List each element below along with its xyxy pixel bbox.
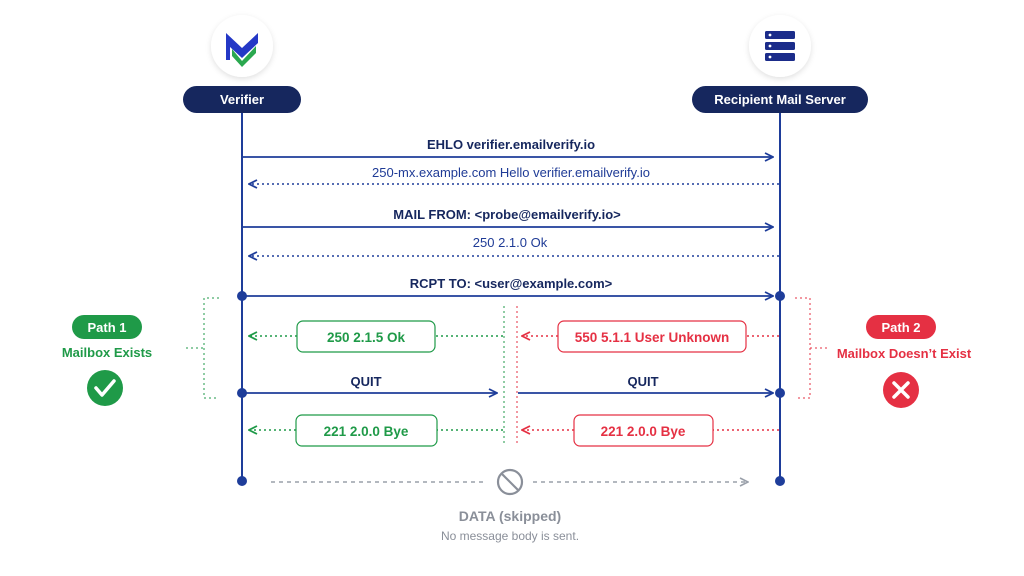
data-skipped-note: No message body is sent. [441, 529, 579, 543]
server-pill [692, 86, 868, 113]
path2-rcpt-reply-label: 550 5.1.1 User Unknown [575, 330, 730, 345]
data-skipped-title: DATA (skipped) [459, 508, 561, 524]
verifier-pill [183, 86, 301, 113]
path2-bye-label: 221 2.0.0 Bye [601, 424, 686, 439]
path1-quit-label: QUIT [350, 374, 381, 389]
x-circle-icon [883, 372, 919, 408]
path1-bye-label: 221 2.0.0 Bye [324, 424, 409, 439]
path2-badge-label: Path 2 [881, 320, 920, 335]
lifeline-dot [237, 291, 247, 301]
lifeline-dot [775, 476, 785, 486]
path2-badge [866, 315, 936, 339]
mail-from-label: MAIL FROM: <probe@emailverify.io> [393, 207, 621, 222]
verifier-logo-icon [211, 15, 273, 77]
ehlo-label: EHLO verifier.emailverify.io [427, 137, 595, 152]
path2-quit-label: QUIT [627, 374, 658, 389]
path2-caption: Mailbox Doesn’t Exist [837, 346, 972, 361]
path1-badge-label: Path 1 [87, 320, 126, 335]
verifier-label: Verifier [220, 92, 264, 107]
server-stack-icon [749, 15, 811, 77]
ehlo-reply-label: 250-mx.example.com Hello verifier.emailv… [372, 165, 650, 180]
check-circle-icon [87, 370, 123, 406]
lifeline-dot [775, 291, 785, 301]
rcpt-to-label: RCPT TO: <user@example.com> [410, 276, 613, 291]
path1-caption: Mailbox Exists [62, 345, 152, 360]
lifeline-dot [775, 388, 785, 398]
path2-bracket [795, 297, 811, 399]
mail-from-reply-label: 250 2.1.0 Ok [473, 235, 548, 250]
lifeline-dot [237, 388, 247, 398]
path1-badge [72, 315, 142, 339]
prohibited-icon [496, 468, 524, 496]
server-label: Recipient Mail Server [714, 92, 846, 107]
path1-bracket [203, 297, 219, 399]
path1-rcpt-reply-label: 250 2.1.5 Ok [327, 330, 406, 345]
lifeline-dot [237, 476, 247, 486]
